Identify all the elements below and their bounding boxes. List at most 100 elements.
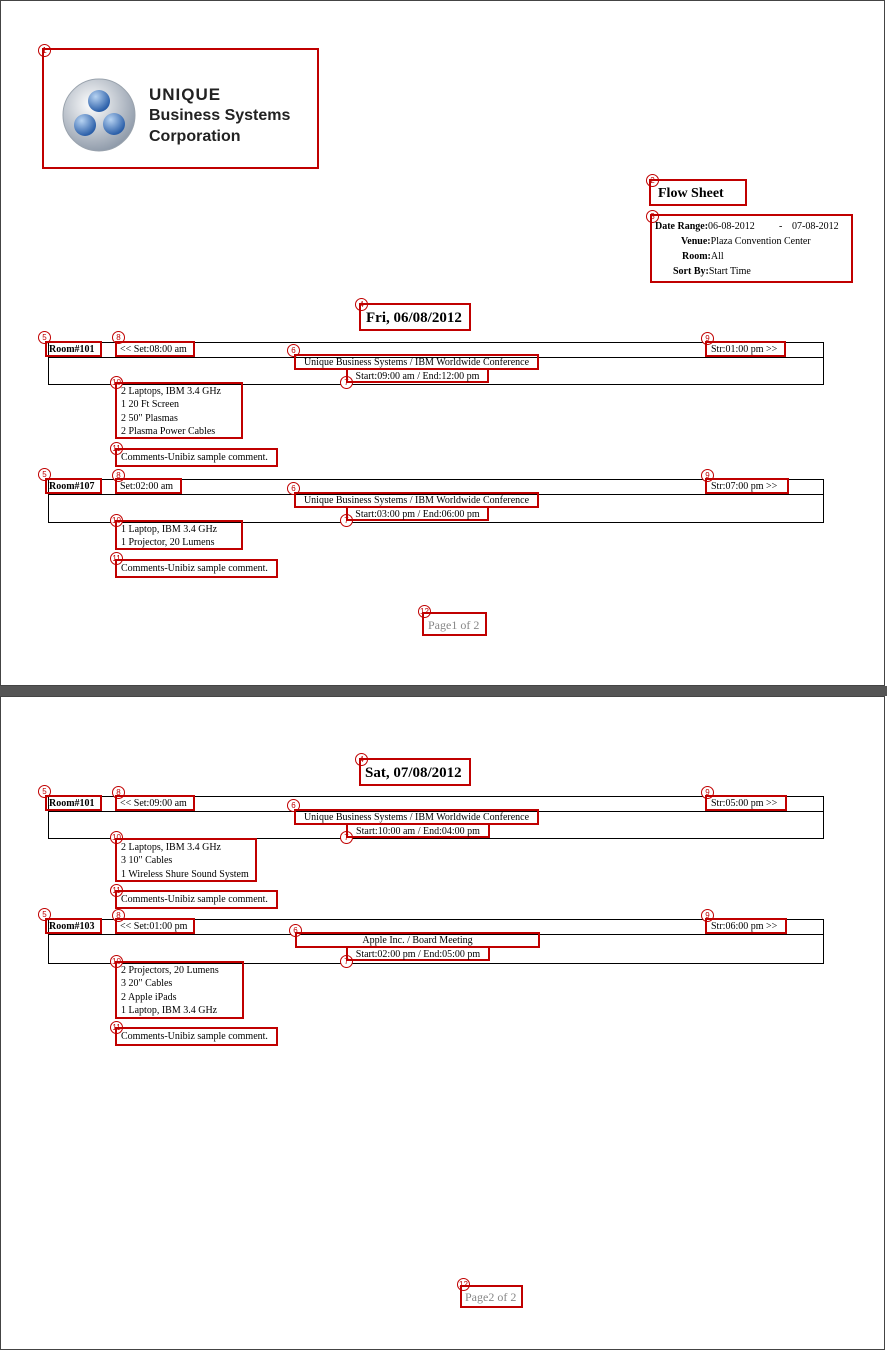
equipment-list: 2 Projectors, 20 Lumens 3 20" Cables 2 A…: [121, 964, 219, 1017]
venue-label: Venue:: [681, 236, 711, 247]
annotation-marker: 5: [38, 908, 51, 921]
sort-row: Sort By:Start Time: [673, 266, 751, 277]
set-time-box: << Set:08:00 am: [115, 341, 195, 357]
sort-label: Sort By:: [673, 266, 709, 277]
event-divider: [48, 494, 824, 495]
event-time: Start:02:00 pm / End:05:00 pm: [355, 949, 481, 960]
equipment-list-box: 2 Laptops, IBM 3.4 GHz 1 20 Ft Screen 2 …: [115, 382, 243, 439]
set-time-box: Set:02:00 am: [115, 478, 182, 494]
comment-box: Comments-Unibiz sample comment.: [115, 559, 278, 578]
event-name: Unique Business Systems / IBM Worldwide …: [303, 357, 530, 368]
annotation-marker: 5: [38, 468, 51, 481]
strike-time: Str:07:00 pm >>: [711, 481, 778, 492]
strike-time: Str:01:00 pm >>: [711, 344, 778, 355]
equipment-item: 1 20 Ft Screen: [121, 399, 180, 411]
event-block: [48, 919, 824, 964]
comment-box: Comments-Unibiz sample comment.: [115, 890, 278, 909]
set-time-box: << Set:09:00 am: [115, 795, 195, 811]
strike-time-box: Str:07:00 pm >>: [705, 478, 789, 494]
comment-text: Comments-Unibiz sample comment.: [121, 1031, 268, 1042]
event-time-box: Start:03:00 pm / End:06:00 pm: [346, 506, 489, 521]
comment-text: Comments-Unibiz sample comment.: [121, 452, 268, 463]
set-time: << Set:09:00 am: [120, 798, 187, 809]
report-title-box: Flow Sheet: [649, 179, 747, 206]
room-name-box: Room#101: [45, 341, 102, 357]
room-name: Room#101: [49, 798, 95, 809]
comment-text: Comments-Unibiz sample comment.: [121, 894, 268, 905]
event-divider: [48, 357, 824, 358]
equipment-list-box: 1 Laptop, IBM 3.4 GHz 1 Projector, 20 Lu…: [115, 520, 243, 550]
equipment-list: 2 Laptops, IBM 3.4 GHz 3 10" Cables 1 Wi…: [121, 841, 249, 881]
room-row: Room:All: [682, 251, 724, 262]
equipment-item: 2 Laptops, IBM 3.4 GHz: [121, 842, 221, 853]
event-time-box: Start:09:00 am / End:12:00 pm: [346, 368, 489, 383]
room-name-box: Room#101: [45, 795, 102, 811]
logo-line-3: Corporation: [149, 128, 241, 145]
date-from: 06-08-2012: [708, 221, 755, 232]
logo-line-2: Business Systems: [149, 107, 291, 124]
date-to: 07-08-2012: [792, 221, 839, 232]
set-time: Set:02:00 am: [120, 481, 174, 492]
strike-time: Str:05:00 pm >>: [711, 798, 778, 809]
strike-time: Str:06:00 pm >>: [711, 921, 778, 932]
equipment-item: 2 50" Plasmas: [121, 412, 178, 424]
event-time: Start:03:00 pm / End:06:00 pm: [355, 509, 480, 520]
sort-value: Start Time: [708, 266, 751, 277]
equipment-item: 1 Wireless Shure Sound System: [121, 868, 249, 880]
equipment-item: 3 20" Cables: [121, 978, 173, 990]
comment-box: Comments-Unibiz sample comment.: [115, 448, 278, 467]
date-range-row: Date Range:06-08-2012: [655, 221, 755, 232]
event-name: Unique Business Systems / IBM Worldwide …: [303, 812, 530, 823]
equipment-list: 1 Laptop, IBM 3.4 GHz 1 Projector, 20 Lu…: [121, 523, 217, 550]
equipment-item: 2 Apple iPads: [121, 991, 177, 1003]
event-time: Start:09:00 am / End:12:00 pm: [355, 371, 480, 382]
page-number: Page1 of 2: [428, 618, 480, 632]
equipment-item: 2 Projectors, 20 Lumens: [121, 965, 219, 976]
annotation-marker: 6: [287, 482, 300, 495]
venue-row: Venue:Plaza Convention Center: [681, 236, 811, 247]
room-name: Room#103: [49, 921, 95, 932]
event-divider: [48, 934, 824, 935]
room-name-box: Room#107: [45, 478, 102, 494]
logo-line-1: UNIQUE: [149, 85, 222, 104]
event-name: Apple Inc. / Board Meeting: [362, 935, 473, 946]
page-number-box: Page2 of 2: [460, 1285, 523, 1308]
annotation-marker: 8: [112, 331, 125, 344]
strike-time-box: Str:05:00 pm >>: [705, 795, 787, 811]
equipment-item: 1 Projector, 20 Lumens: [121, 537, 215, 549]
annotation-marker: 3: [646, 210, 659, 223]
room-label: Room:: [682, 251, 711, 262]
room-value: All: [710, 251, 724, 262]
day-heading-box: Fri, 06/08/2012: [359, 303, 471, 331]
event-time-box: Start:02:00 pm / End:05:00 pm: [346, 946, 490, 961]
report-title: Flow Sheet: [658, 186, 724, 201]
page-number: Page2 of 2: [465, 1290, 517, 1304]
strike-time-box: Str:01:00 pm >>: [705, 341, 786, 357]
comment-text: Comments-Unibiz sample comment.: [121, 563, 268, 574]
event-block: [48, 479, 824, 523]
equipment-list: 2 Laptops, IBM 3.4 GHz 1 20 Ft Screen 2 …: [121, 385, 221, 438]
equipment-list-box: 2 Projectors, 20 Lumens 3 20" Cables 2 A…: [115, 961, 244, 1019]
equipment-item: 1 Laptop, IBM 3.4 GHz: [121, 524, 218, 535]
venue-value: Plaza Convention Center: [710, 236, 811, 247]
page-separator: [0, 686, 887, 696]
strike-time-box: Str:06:00 pm >>: [705, 918, 787, 934]
event-block: [48, 796, 824, 839]
annotation-marker: 10: [110, 831, 123, 844]
report-page-2: 4 Sat, 07/08/2012 5 Room#101 8 << Set:09…: [0, 696, 885, 1350]
date-range-label: Date Range:: [655, 221, 709, 232]
equipment-item: 1 Laptop, IBM 3.4 GHz: [121, 1004, 218, 1016]
event-name: Unique Business Systems / IBM Worldwide …: [303, 495, 530, 506]
room-name: Room#107: [49, 481, 95, 492]
event-time-box: Start:10:00 am / End:04:00 pm: [346, 823, 490, 838]
comment-box: Comments-Unibiz sample comment.: [115, 1027, 278, 1046]
annotation-marker: 12: [418, 605, 431, 618]
annotation-marker: 5: [38, 785, 51, 798]
set-time-box: << Set:01:00 pm: [115, 918, 195, 934]
company-logo: UNIQUE Business Systems Corporation: [42, 48, 319, 169]
equipment-item: 2 Laptops, IBM 3.4 GHz: [121, 386, 221, 397]
equipment-list-box: 2 Laptops, IBM 3.4 GHz 3 10" Cables 1 Wi…: [115, 838, 257, 882]
annotation-marker: 11: [110, 552, 123, 565]
event-divider: [48, 811, 824, 812]
room-name: Room#101: [49, 344, 95, 355]
